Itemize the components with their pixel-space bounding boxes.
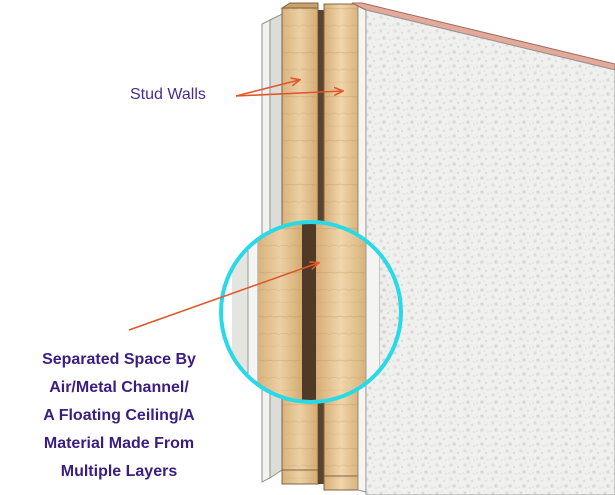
separated-space-label: Separated Space By Air/Metal Channel/ A … (0, 346, 238, 486)
separated-space-line-5: Multiple Layers (60, 463, 178, 480)
stud-walls-arrows (235, 80, 342, 97)
magnified-detail (221, 222, 401, 402)
stud-walls-label: Stud Walls (130, 86, 206, 103)
separated-space-line-2: Air/Metal Channel/ (49, 379, 189, 396)
top-edge-strip (351, 2, 615, 71)
separated-space-line-4: Material Made From (43, 435, 195, 452)
separated-space-arrow (128, 263, 318, 331)
highlight-ring (219, 220, 403, 404)
separated-space-line-1: Separated Space By (42, 351, 196, 368)
separated-space-line-3: A Floating Ceiling/A (43, 407, 195, 424)
textured-wall-face (365, 9, 615, 495)
